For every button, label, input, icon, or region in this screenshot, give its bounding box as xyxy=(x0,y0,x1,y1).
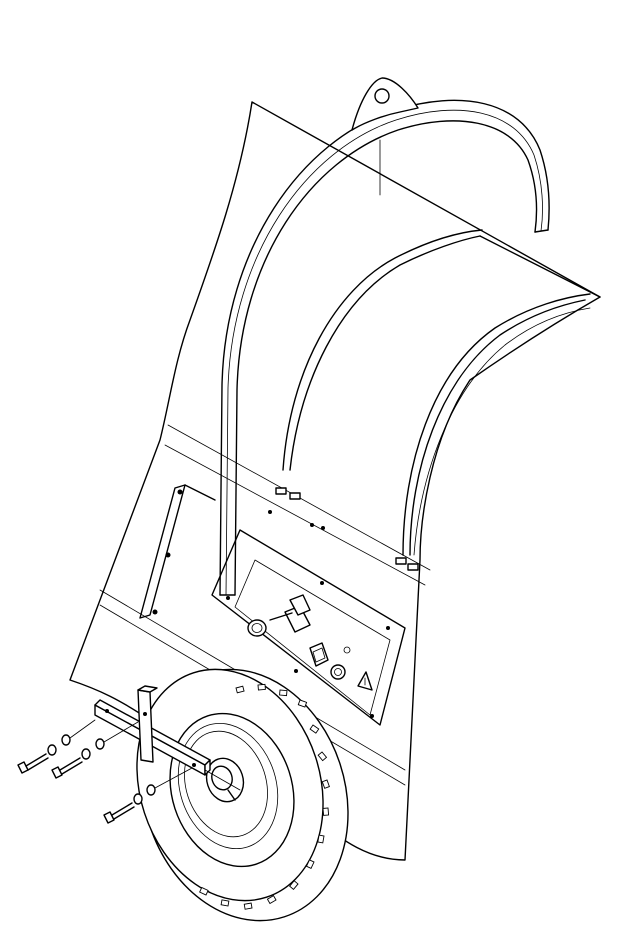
rail-clips xyxy=(275,487,419,571)
side-panel xyxy=(139,484,216,619)
bolt-set-3 xyxy=(103,767,193,824)
bolt-set-1 xyxy=(17,719,96,774)
wheel xyxy=(136,668,349,922)
tire-tread xyxy=(199,683,330,910)
drum xyxy=(282,229,601,556)
bolt-set-2 xyxy=(51,721,139,779)
handle xyxy=(219,77,550,596)
axle-bracket xyxy=(94,685,241,791)
control-panel xyxy=(211,510,406,726)
